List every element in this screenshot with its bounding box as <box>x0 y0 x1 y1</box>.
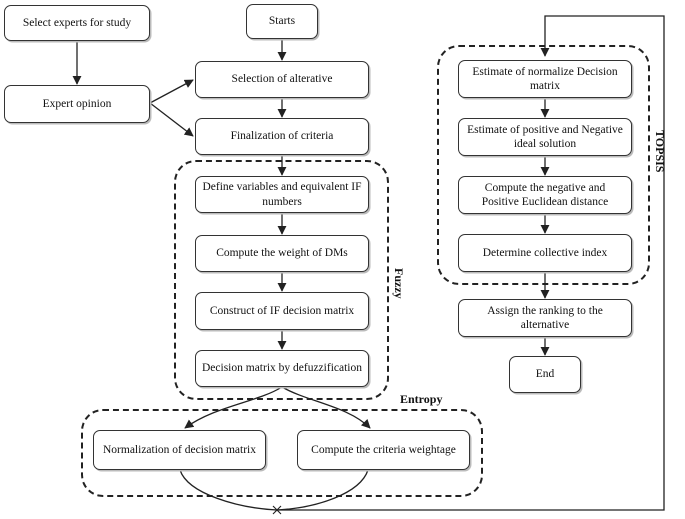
arrow-defuzz-to-normalization <box>184 386 283 429</box>
connector-entropy-to-topsis <box>277 15 665 511</box>
arrow-normalization-to-merge <box>179 469 278 511</box>
selection-alternative-node: Selection of alterative <box>195 61 369 98</box>
compute-euclidean-node: Compute the negative and Positive Euclid… <box>458 176 632 214</box>
collective-index-node: Determine collective index <box>458 234 632 272</box>
normalization-matrix-node: Normalization of decision matrix <box>93 430 266 470</box>
fuzzy-group <box>174 160 389 400</box>
finalization-criteria-node: Finalization of criteria <box>195 118 369 155</box>
estimate-normalize-node: Estimate of normalize Decision matrix <box>458 60 632 98</box>
arrow-defuzz-to-criteria-weightage <box>281 386 371 429</box>
topsis-group-label: TOPSIS <box>653 130 667 173</box>
decision-defuzzification-node: Decision matrix by defuzzification <box>195 350 369 387</box>
select-experts-node: Select experts for study <box>4 5 150 41</box>
criteria-weightage-node: Compute the criteria weightage <box>297 430 470 470</box>
arrow-criteria-to-merge <box>276 469 369 511</box>
fuzzy-group-label: Fuzzy <box>392 268 406 299</box>
define-variables-node: Define variables and equivalent IF numbe… <box>195 176 369 213</box>
topsis-group <box>437 45 650 285</box>
entropy-group <box>81 409 483 497</box>
merge-mark-cross <box>272 505 282 515</box>
starts-node: Starts <box>246 4 318 39</box>
expert-opinion-node: Expert opinion <box>4 85 150 123</box>
assign-ranking-node: Assign the ranking to the alternative <box>458 299 632 337</box>
arrow-expert-opinion-to-selection <box>149 79 194 104</box>
construct-if-matrix-node: Construct of IF decision matrix <box>195 292 369 330</box>
entropy-group-label: Entropy <box>400 392 443 406</box>
arrow-expert-opinion-to-finalization <box>149 102 194 137</box>
end-node: End <box>509 356 581 393</box>
compute-weight-dms-node: Compute the weight of DMs <box>195 235 369 272</box>
estimate-ideal-solution-node: Estimate of positive and Negative ideal … <box>458 118 632 156</box>
